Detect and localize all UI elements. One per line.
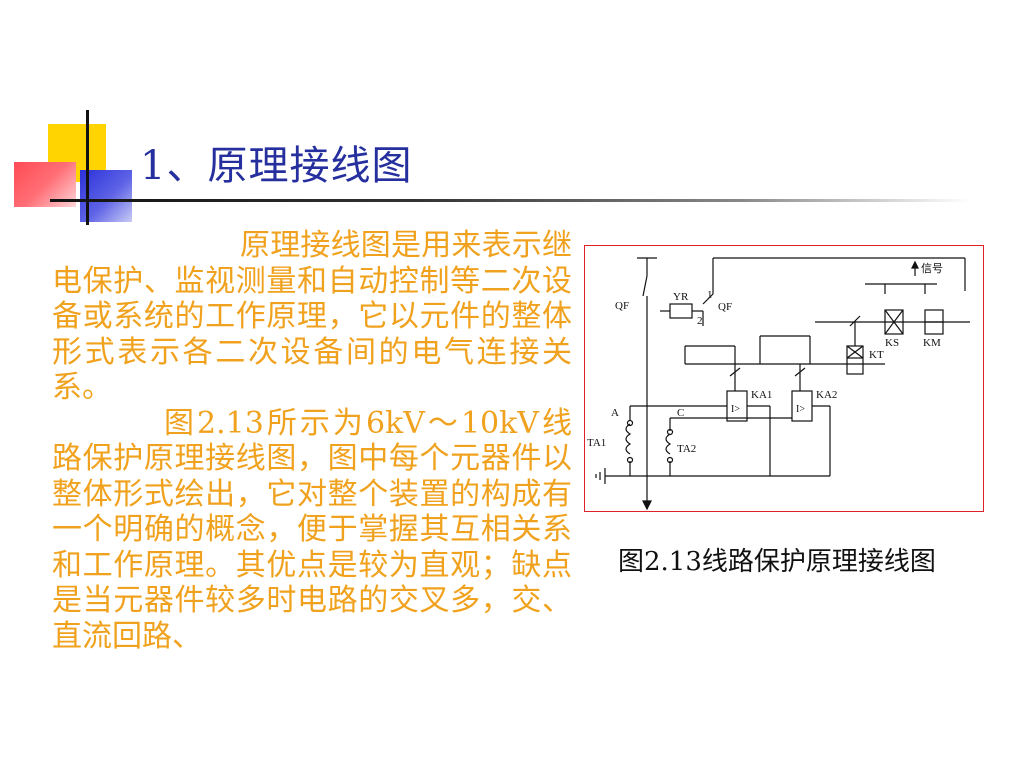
slide-title: 1、原理接线图 — [140, 143, 413, 189]
label-relay2: I> — [796, 404, 805, 415]
terminal — [666, 456, 674, 464]
circuit-figure: QF YR 1 2 QF 信号 KS KM KT KA1 KA2 I> I> A… — [584, 245, 984, 512]
arrow — [911, 260, 919, 269]
label-ka2: KA2 — [816, 389, 837, 401]
paragraph-1: 原理接线图是用来表示继电保护、监视测量和自动控制等二次设备或系统的工作原理，它以… — [52, 228, 572, 405]
label-c: C — [677, 407, 684, 419]
switch-qf-right — [702, 293, 714, 305]
arrow — [642, 500, 652, 511]
ta2-coil — [665, 433, 672, 455]
figure-caption: 图2.13线路保护原理接线图 — [618, 547, 936, 577]
label-signal: 信号 — [921, 262, 943, 275]
label-ta1: TA1 — [587, 437, 606, 449]
label-a: A — [611, 407, 619, 419]
label-qf-left: QF — [615, 300, 629, 312]
kt-relay — [846, 345, 864, 375]
terminal — [626, 419, 634, 427]
label-2: 2 — [697, 315, 703, 327]
circuit-diagram: QF YR 1 2 QF 信号 KS KM KT KA1 KA2 I> I> A… — [587, 257, 970, 511]
label-ka1: KA1 — [751, 389, 772, 401]
label-ks: KS — [885, 337, 899, 349]
wire — [729, 367, 741, 377]
ks-diag — [884, 309, 904, 335]
decor-vertical-line — [86, 110, 89, 225]
switch-qf-left — [642, 275, 648, 297]
terminal — [626, 456, 634, 464]
terminal — [666, 428, 674, 436]
label-kt: KT — [869, 349, 884, 361]
title-underline — [50, 199, 970, 202]
label-relay1: I> — [731, 404, 740, 415]
label-1: 1 — [707, 289, 713, 301]
ks-relay — [884, 309, 904, 335]
yr-coil — [669, 303, 693, 319]
wire — [794, 367, 806, 377]
body-text: 原理接线图是用来表示继电保护、监视测量和自动控制等二次设备或系统的工作原理，它以… — [52, 228, 572, 654]
kt-diag — [846, 345, 864, 359]
label-ta2: TA2 — [677, 443, 696, 455]
wire — [849, 315, 861, 327]
label-qf-right: QF — [718, 301, 732, 313]
ta1-coil — [625, 423, 632, 455]
label-yr: YR — [673, 291, 689, 303]
paragraph-2: 图2.13所示为6kV～10kV线路保护原理接线图，图中每个元器件以整体形式绘出… — [52, 405, 572, 654]
label-km: KM — [923, 337, 941, 349]
